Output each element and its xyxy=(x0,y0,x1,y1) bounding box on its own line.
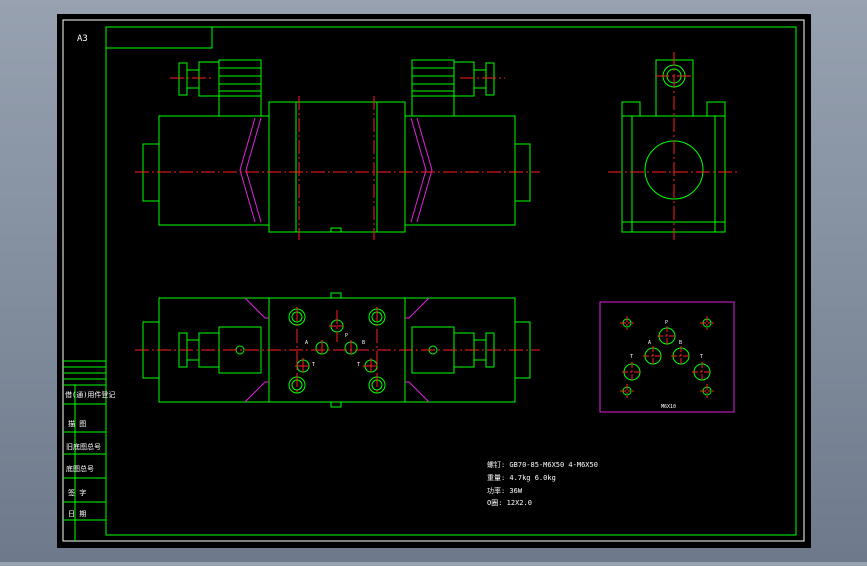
table-row-6: 日 期 xyxy=(68,510,86,518)
note-weight: 重量: 4.7kg 6.0kg xyxy=(487,474,556,482)
port-label-b: B xyxy=(362,340,365,346)
top-view-port-labels: P A B T T xyxy=(305,333,365,368)
port-label-t-right: T xyxy=(357,362,360,368)
drawing-canvas xyxy=(57,14,811,548)
sheet-inner-border xyxy=(105,26,797,536)
top-view-hidden-lines xyxy=(244,297,430,403)
sheet-outer-frame xyxy=(62,19,805,542)
panel-thread-label: M6X10 xyxy=(661,404,676,410)
front-view-hidden-lines xyxy=(239,117,433,223)
table-row-5: 签 字 xyxy=(68,488,86,497)
note-oring: O圈: 12X2.0 xyxy=(487,499,532,507)
panel-port-p: P xyxy=(665,320,668,326)
table-row-1: 借(通)用件登记 xyxy=(65,390,115,399)
port-label-t-left: T xyxy=(312,362,315,368)
side-view-centerlines xyxy=(608,52,740,240)
sheet-code-box xyxy=(105,26,213,49)
panel-port-b: B xyxy=(679,340,682,346)
sheet-size-label: A3 xyxy=(77,34,88,44)
left-info-table xyxy=(63,360,106,541)
panel-port-t-right: T xyxy=(700,354,703,360)
panel-port-t-left: T xyxy=(630,354,633,360)
top-view-centerlines xyxy=(135,307,540,395)
technical-notes: 螺钉: GB70-85-M6X50 4-M6X50 重量: 4.7kg 6.0k… xyxy=(487,460,598,507)
port-label-a: A xyxy=(305,340,308,346)
panel-port-a: A xyxy=(648,340,651,346)
table-row-2: 描 图 xyxy=(68,419,86,428)
port-label-p: P xyxy=(345,333,348,339)
mounting-panel-centerlines xyxy=(620,316,714,398)
mounting-panel-outline xyxy=(599,301,735,413)
front-view-centerlines xyxy=(135,77,540,240)
mounting-panel-labels: P A B T T M6X10 xyxy=(630,320,703,410)
table-row-4: 底图总号 xyxy=(66,464,94,473)
note-screws: 螺钉: GB70-85-M6X50 4-M6X50 xyxy=(487,460,598,469)
note-power: 功率: 36W xyxy=(487,486,523,495)
table-row-3: 旧底图总号 xyxy=(66,442,101,451)
